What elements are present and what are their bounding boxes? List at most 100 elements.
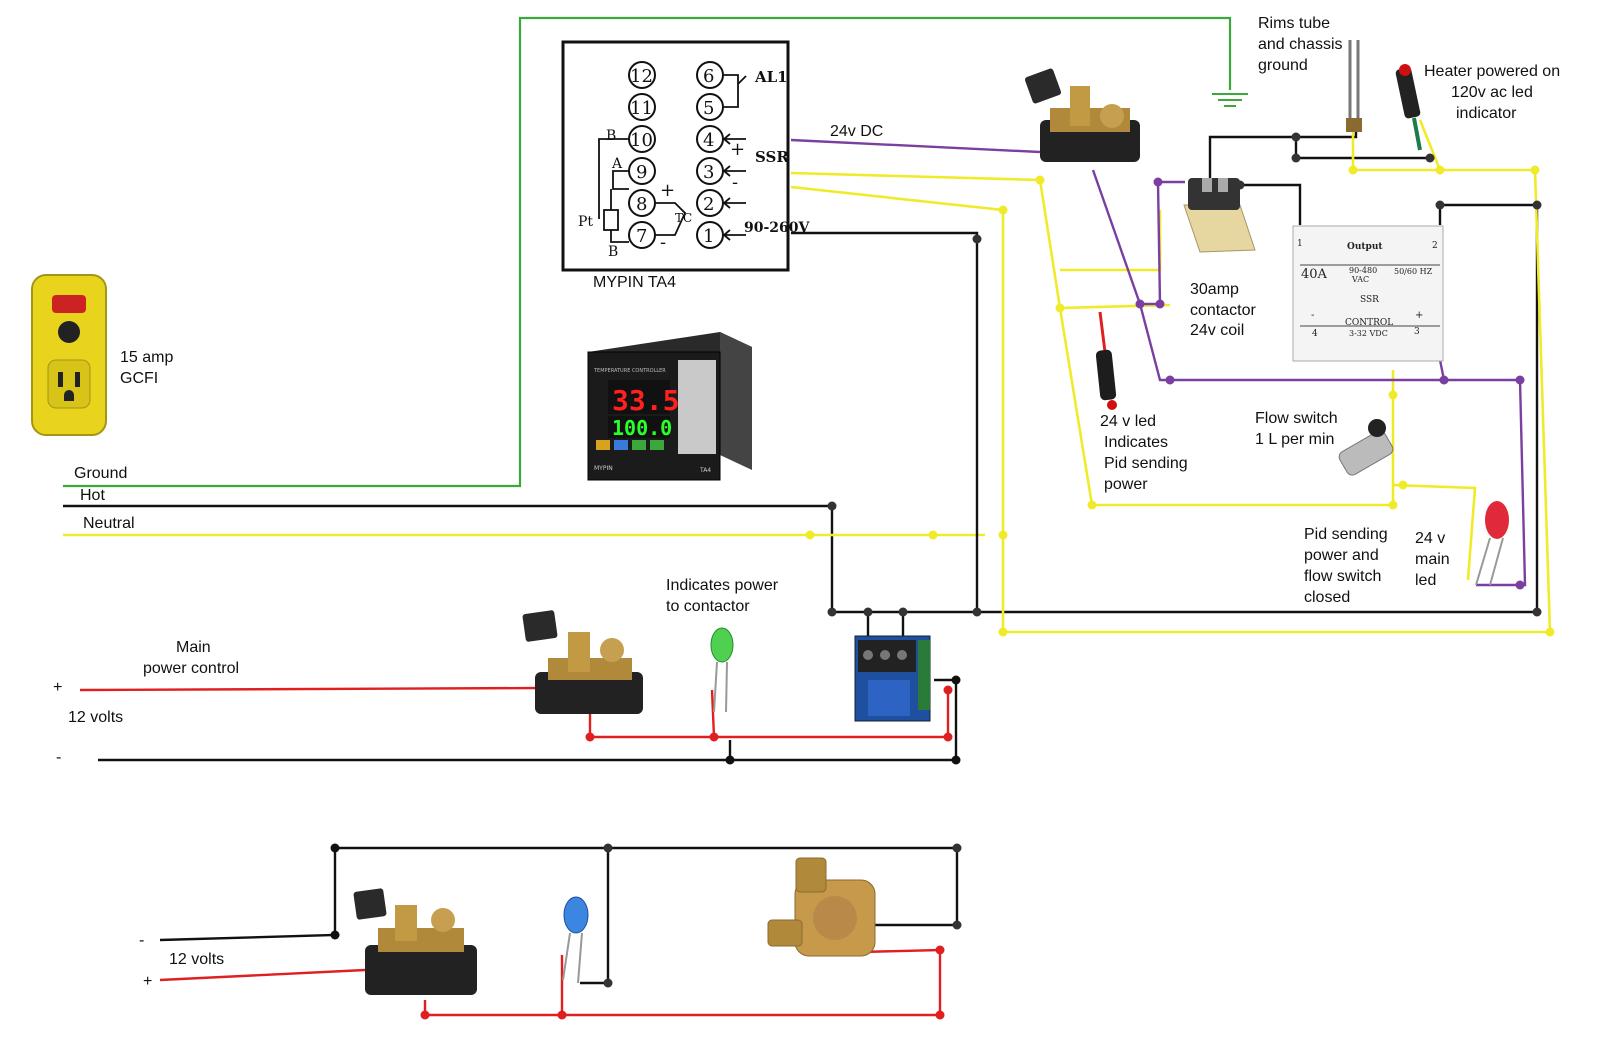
ssr-vac: 90-480 xyxy=(1349,266,1377,275)
ground-symbol xyxy=(1212,93,1248,107)
pid-sign: + xyxy=(730,139,745,160)
power-contactor-label: Indicates power xyxy=(666,577,779,594)
mypin-label: MYPIN TA4 xyxy=(593,274,676,291)
pid-inner-letter: A xyxy=(611,156,623,172)
main-led-label: led xyxy=(1415,572,1436,589)
pid-flow-label: Pid sending xyxy=(1304,526,1388,543)
main-led-label: 24 v xyxy=(1415,530,1445,547)
pid-terminal: 5 xyxy=(703,98,714,119)
relay-module xyxy=(854,635,931,722)
main-led-label: main xyxy=(1415,551,1450,568)
contactor-label: 30amp xyxy=(1190,281,1239,298)
plus-top-label: + xyxy=(53,679,62,696)
dc24-label: 24v DC xyxy=(830,123,883,140)
ssr-output: Output xyxy=(1347,242,1383,252)
plus-bottom-label: + xyxy=(143,973,152,990)
toggle-switch-main xyxy=(522,610,643,714)
led-green-contactor xyxy=(710,627,734,713)
pid-model: TA4 xyxy=(699,467,711,474)
gcfi-label: 15 amp xyxy=(120,349,173,366)
heater-led-label: 120v ac led xyxy=(1451,84,1533,101)
led24-label: Pid sending xyxy=(1104,455,1188,472)
volts-top-label: 12 volts xyxy=(68,709,123,726)
pid-flow-label: power and xyxy=(1304,547,1379,564)
heater-led-indicator xyxy=(1395,64,1422,151)
rims-label: and chassis xyxy=(1258,36,1343,53)
volts-bottom-label: 12 volts xyxy=(169,951,224,968)
pid-terminal: 11 xyxy=(630,98,653,119)
ssr-vac: VAC xyxy=(1351,275,1369,284)
contactor-label: contactor xyxy=(1190,302,1256,319)
pid-header: TEMPERATURE CONTROLLER xyxy=(593,368,666,374)
power-contactor-label: to contactor xyxy=(666,598,750,615)
pid-terminal: 2 xyxy=(703,194,714,215)
heater-led-label: Heater powered on xyxy=(1424,63,1560,80)
led-blue-pump xyxy=(562,896,589,984)
neutral-distribution-wires xyxy=(790,119,1552,634)
pid-terminal: 12 xyxy=(630,66,653,87)
solid-state-relay: 1 2 Output 40A 90-480 VAC 50/60 HZ SSR -… xyxy=(1292,225,1444,362)
pid-left-terminals: 12 11 10 9 8 7 xyxy=(628,61,656,249)
ssr-hz: 50/60 HZ xyxy=(1394,267,1433,276)
led24-label: Indicates xyxy=(1104,434,1168,451)
ssr-terminal: 1 xyxy=(1297,239,1303,249)
pid-flow-label: closed xyxy=(1304,589,1350,606)
ssr-rating: 40A xyxy=(1301,267,1328,282)
toggle-switch-pump xyxy=(353,888,477,995)
pid-sv-value: 100.0 xyxy=(612,416,672,440)
pid-sign: + xyxy=(660,180,675,201)
main-power-label: Main xyxy=(176,639,211,656)
pid-terminal: 10 xyxy=(630,130,653,151)
dc24-wires xyxy=(790,138,1527,587)
pid-sign: - xyxy=(660,232,666,253)
main-led xyxy=(1475,501,1509,586)
main-power-label: power control xyxy=(143,660,239,677)
contactor-30amp xyxy=(1183,178,1256,253)
hot-label: Hot xyxy=(80,487,105,504)
hot-wire xyxy=(63,504,868,614)
ssr-terminal: 4 xyxy=(1312,329,1318,339)
neutral-label: Neutral xyxy=(83,515,135,532)
ssr-terminal: 2 xyxy=(1432,241,1438,251)
gcfi-label: GCFI xyxy=(120,370,158,387)
pid-brand: MYPIN xyxy=(594,465,613,472)
gcfi-outlet xyxy=(31,274,107,436)
ground-label: Ground xyxy=(74,465,127,482)
pid-terminal: 9 xyxy=(636,162,647,183)
pid-side-label: AL1 xyxy=(754,68,788,86)
ssr-sign: + xyxy=(1415,310,1423,321)
pid-flow-label: flow switch xyxy=(1304,568,1381,585)
led-24v-pid xyxy=(1095,311,1117,410)
flow-switch xyxy=(1338,419,1394,476)
contactor-label: 24v coil xyxy=(1190,322,1244,339)
ssr-terminal: 3 xyxy=(1414,327,1420,337)
pid-terminal: 3 xyxy=(703,162,714,183)
minus-top-label: - xyxy=(56,749,61,766)
pid-sign: - xyxy=(732,172,738,193)
pid-terminal: 7 xyxy=(636,226,647,247)
pid-inner-letter: Pt xyxy=(578,214,593,230)
led24-label: 24 v led xyxy=(1100,413,1156,430)
toggle-switch-dc xyxy=(1024,68,1140,162)
rims-label: ground xyxy=(1258,57,1308,74)
pid-terminal-diagram: 6 5 4 3 2 1 12 11 10 9 xyxy=(561,40,811,272)
labels: 15 amp GCFI Ground Hot Neutral MYPIN TA4… xyxy=(53,15,1560,990)
water-pump xyxy=(767,857,876,957)
heater-led-label: indicator xyxy=(1456,105,1517,122)
pid-terminal: 8 xyxy=(636,194,647,215)
ssr-type: SSR xyxy=(1360,295,1379,305)
ground-wire xyxy=(63,16,1232,488)
pid-inner-letter: B xyxy=(608,244,618,260)
pid-controller: TEMPERATURE CONTROLLER 33.5 100.0 MYPIN … xyxy=(587,332,752,481)
flow-switch-label: Flow switch xyxy=(1255,410,1338,427)
rims-label: Rims tube xyxy=(1258,15,1330,32)
pid-terminal: 4 xyxy=(703,130,714,151)
ssr-sign: - xyxy=(1311,310,1314,321)
flow-switch-label: 1 L per min xyxy=(1255,431,1334,448)
ssr-control: CONTROL xyxy=(1345,318,1393,328)
rims-heater-element xyxy=(1346,40,1362,132)
pid-terminal: 1 xyxy=(703,226,714,247)
pid-terminal: 6 xyxy=(703,66,714,87)
pid-pv-value: 33.5 xyxy=(612,384,679,417)
